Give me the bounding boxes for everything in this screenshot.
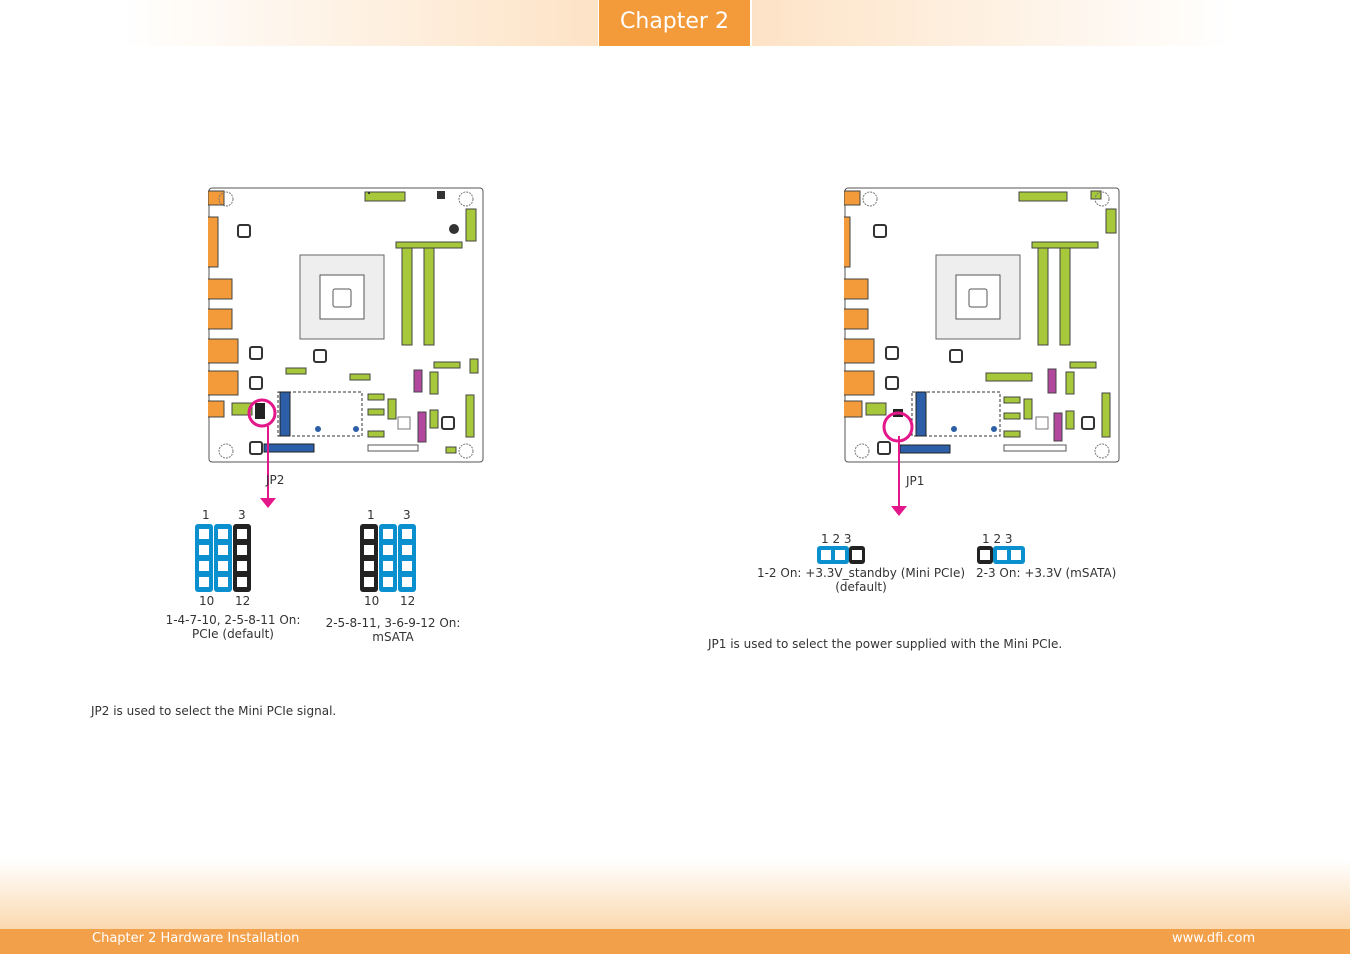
motherboard-diagram-right [844,187,1120,463]
jp2-pointer-arrow [260,426,276,508]
jp2-d1-pin-3: 3 [238,508,246,522]
footer-bar [0,929,1350,954]
jp2-d2-caption: 2-5-8-11, 3-6-9-12 On: mSATA [318,616,468,644]
jp1-pointer-arrow [891,436,907,516]
jp2-d1-caption-line2: PCIe (default) [192,627,274,641]
footer-band [0,860,1350,930]
jp2-pcie-jumper-diagram [195,524,251,592]
jp1-opt2-pins: 1 2 3 [982,532,1013,546]
header-band-right [752,0,1232,46]
jp1-opt1-pins: 1 2 3 [821,532,852,546]
jp2-label: JP2 [266,473,285,487]
jp2-d1-caption: 1-4-7-10, 2-5-8-11 On: PCIe (default) [150,613,316,641]
jp2-d2-pin-3: 3 [403,508,411,522]
jp1-description: JP1 is used to select the power supplied… [708,637,1063,651]
footer-chapter-text: Chapter 2 Hardware Installation [92,931,300,946]
jp2-d1-pin-12: 12 [235,594,251,608]
footer-website-link[interactable]: www.dfi.com [1172,931,1256,946]
motherboard-diagram-left [208,187,484,463]
header-band-left [120,0,598,46]
jp1-msata-jumper-diagram [977,546,1025,564]
jp2-d1-pin-10: 10 [199,594,215,608]
jp1-label: JP1 [906,474,925,488]
jp2-d2-pin-12: 12 [400,594,416,608]
jp1-opt1-caption: 1-2 On: +3.3V_standby (Mini PCIe) (defau… [752,566,970,594]
jp1-opt1-caption-line1: 1-2 On: +3.3V_standby (Mini PCIe) [756,566,966,580]
jp1-opt1-caption-line2: (default) [835,580,887,594]
chapter-tab: Chapter 2 [599,0,750,46]
jp2-msata-jumper-diagram [360,524,416,592]
jp1-standby-jumper-diagram [817,546,865,564]
jp2-description: JP2 is used to select the Mini PCIe sign… [91,704,337,718]
jp2-d1-pin-1: 1 [202,508,210,522]
jp2-d2-caption-line2: mSATA [372,630,414,644]
jp2-d2-pin-10: 10 [364,594,380,608]
jp2-d1-caption-line1: 1-4-7-10, 2-5-8-11 On: [165,613,301,627]
jp2-d2-pin-1: 1 [367,508,375,522]
jp1-opt2-caption: 2-3 On: +3.3V (mSATA) [976,566,1117,580]
jp2-d2-caption-line1: 2-5-8-11, 3-6-9-12 On: [325,616,461,630]
